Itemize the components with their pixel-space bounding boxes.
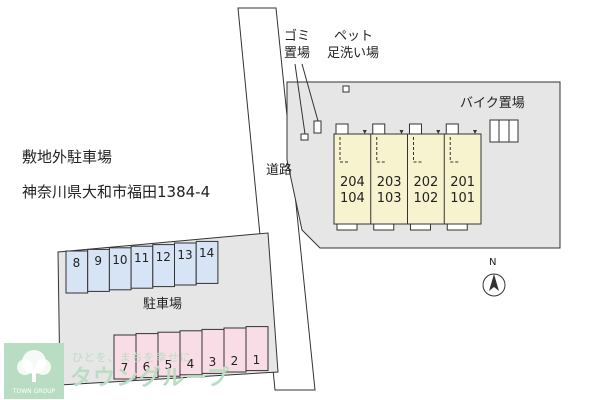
garbage-bin-1 bbox=[300, 133, 309, 141]
entry-arrow-icon bbox=[399, 130, 404, 134]
unit-entrance bbox=[446, 223, 468, 231]
unit-lower-number: 103 bbox=[376, 191, 402, 206]
parking-spot-number: 3 bbox=[208, 355, 217, 370]
offsite-parking-label: 敷地外駐車場 bbox=[22, 148, 113, 166]
watermark-group: TOWN GROUP bbox=[12, 388, 56, 395]
parking-spot-number: 6 bbox=[142, 359, 151, 374]
entry-arrow-icon bbox=[362, 130, 367, 134]
bike-parking-rack bbox=[489, 119, 519, 143]
pet-label-line1: ペット bbox=[334, 29, 374, 44]
stair-path bbox=[449, 137, 459, 163]
unit-upper-number: 204 bbox=[339, 175, 365, 190]
stair-notch bbox=[372, 123, 386, 135]
compass-n-label: N bbox=[489, 257, 497, 268]
pet-wash-marker bbox=[342, 85, 350, 93]
unit-upper-number: 202 bbox=[413, 175, 439, 190]
parking-spot-number: 12 bbox=[155, 249, 171, 264]
parking-spot-number: 14 bbox=[199, 246, 215, 261]
unit-upper-number: 201 bbox=[450, 175, 476, 190]
parking-row-bottom bbox=[113, 326, 269, 380]
entry-arrow-icon bbox=[473, 130, 477, 134]
stair-markers bbox=[335, 123, 477, 163]
parking-spot-number: 13 bbox=[177, 248, 193, 262]
road-label: 道路 bbox=[266, 163, 293, 178]
address-label: 神奈川県大和市福田1384-4 bbox=[22, 183, 211, 201]
bike-parking-label: バイク置場 bbox=[460, 96, 525, 111]
garbage-leader-1 bbox=[294, 63, 306, 135]
stair-path bbox=[376, 137, 385, 163]
stair-path bbox=[339, 137, 348, 163]
parking-spot-number: 7 bbox=[120, 361, 129, 375]
pet-label-line2: 足洗い場 bbox=[327, 46, 380, 61]
north-arrow-icon bbox=[482, 273, 506, 297]
parking-lot-label: 駐車場 bbox=[143, 297, 183, 312]
garbage-leader-2 bbox=[301, 63, 319, 122]
parking-spot bbox=[245, 326, 269, 372]
stair-notch bbox=[445, 123, 459, 135]
unit-entrance bbox=[373, 223, 395, 231]
parking-spot-number: 11 bbox=[133, 251, 150, 266]
watermark-tagline: ひとを、まちを幸せに bbox=[72, 351, 192, 364]
unit-lower-number: 102 bbox=[413, 191, 439, 206]
entry-arrow-icon bbox=[436, 130, 441, 134]
garbage-bin-2 bbox=[313, 120, 322, 134]
parking-spot-number: 4 bbox=[186, 356, 195, 371]
garbage-label-line2: 置場 bbox=[284, 46, 311, 61]
watermark-brand: タウングループ bbox=[70, 366, 230, 391]
garbage-label-line1: ゴミ bbox=[284, 29, 311, 44]
parking-spot-number: 10 bbox=[112, 252, 128, 267]
stair-notch bbox=[409, 123, 422, 135]
stair-path bbox=[413, 137, 422, 163]
parking-spot-number: 2 bbox=[230, 354, 239, 368]
parking-spot-number: 1 bbox=[252, 352, 261, 367]
parking-spot-number: 5 bbox=[164, 358, 173, 373]
unit-lower-number: 104 bbox=[339, 191, 365, 206]
unit-lower-number: 101 bbox=[450, 191, 476, 206]
parking-row-top bbox=[65, 240, 219, 294]
unit-dividers bbox=[336, 134, 468, 231]
unit-upper-number: 203 bbox=[376, 175, 402, 190]
stair-notch bbox=[335, 123, 349, 135]
parking-spot-number: 9 bbox=[94, 254, 102, 269]
unit-entrance bbox=[336, 223, 358, 231]
parking-spot-number: 8 bbox=[72, 256, 81, 270]
tree-logo-icon bbox=[4, 343, 64, 399]
unit-entrance bbox=[410, 223, 431, 231]
parking-spot bbox=[195, 240, 219, 284]
